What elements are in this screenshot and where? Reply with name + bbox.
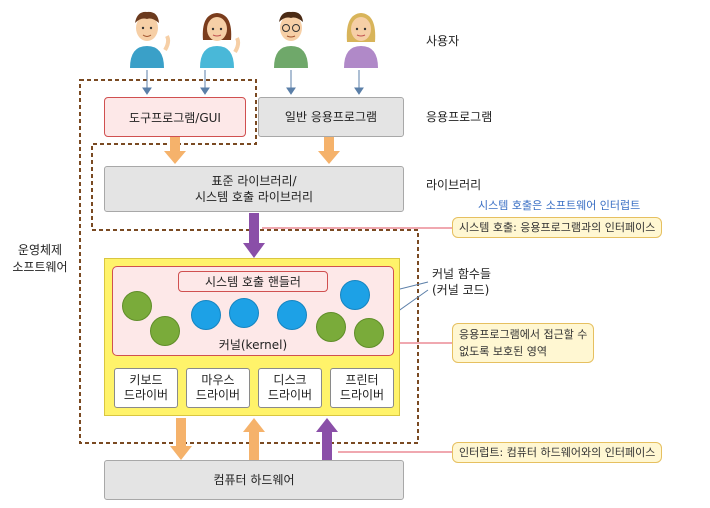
interrupt-callout: 인터럽트: 컴퓨터 하드웨어와의 인터페이스 <box>452 442 663 463</box>
kernel-label: 커널(kernel) <box>218 338 288 352</box>
kernel-function-circle <box>316 312 346 342</box>
libraries-label: 라이브러리 <box>426 178 482 192</box>
kernel-function-circle <box>354 318 384 348</box>
apps-label: 응용프로그램 <box>426 110 493 124</box>
app-to-lib-arrows <box>164 137 340 164</box>
kernel-function-circle <box>229 298 259 328</box>
syscall-handler-box: 시스템 호출 핸들러 <box>178 271 328 292</box>
os-boundary <box>79 79 419 444</box>
user-icon <box>200 13 241 68</box>
lib-to-kernel-arrow <box>243 213 265 258</box>
kernel-function-circle <box>150 316 180 346</box>
printer-driver-box: 프린터 드라이버 <box>330 368 394 408</box>
syscall-note: 시스템 호출은 소프트웨어 인터럽트 <box>478 199 641 212</box>
kernel-function-circle <box>340 280 370 310</box>
tool-gui-box: 도구프로그램/GUI <box>104 97 246 137</box>
syscall-callout: 시스템 호출: 응용프로그램과의 인터페이스 <box>452 217 663 238</box>
user-icon <box>274 11 308 68</box>
user-to-app-arrows <box>142 70 364 95</box>
os-software-label: 운영체제 소프트웨어 <box>12 243 68 274</box>
kernel-function-circle <box>191 300 221 330</box>
keyboard-driver-box: 키보드 드라이버 <box>114 368 178 408</box>
hardware-box: 컴퓨터 하드웨어 <box>104 460 404 500</box>
kernel-function-circle <box>277 300 307 330</box>
disk-driver-box: 디스크 드라이버 <box>258 368 322 408</box>
kernel-hardware-arrows <box>170 418 338 460</box>
user-icon <box>344 13 378 68</box>
kernel-functions-label: 커널 함수들 (커널 코드) <box>432 267 492 297</box>
callout-lines <box>262 227 452 453</box>
std-lib-box: 표준 라이브러리/ 시스템 호출 라이브러리 <box>104 166 404 212</box>
protected-area-callout: 응용프로그램에서 접근할 수 없도록 보호된 영역 <box>452 323 595 363</box>
general-app-box: 일반 응용프로그램 <box>258 97 404 137</box>
mouse-driver-box: 마우스 드라이버 <box>186 368 250 408</box>
users-label: 사용자 <box>426 34 460 48</box>
user-icon <box>130 11 171 68</box>
kernel-function-circle <box>122 291 152 321</box>
